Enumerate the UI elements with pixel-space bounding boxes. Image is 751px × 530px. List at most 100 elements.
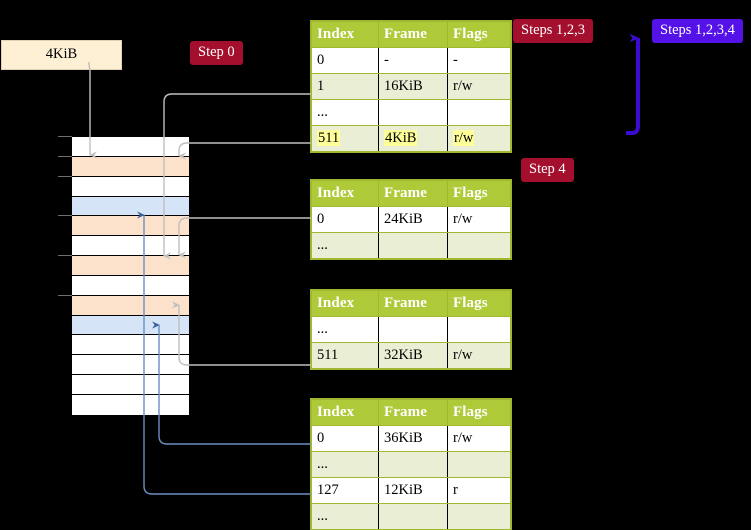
size-box-label: 4KiB bbox=[45, 46, 78, 62]
cell-frame bbox=[378, 316, 448, 343]
cell-frame: 12KiB bbox=[378, 477, 448, 504]
memory-frame-row bbox=[72, 196, 189, 217]
memory-frame-row bbox=[72, 236, 189, 257]
memory-tick bbox=[58, 156, 72, 157]
table-row: ... bbox=[311, 316, 511, 343]
cell-flags: - bbox=[447, 47, 511, 74]
badge-step-4: Step 4 bbox=[521, 158, 574, 182]
cell-index: 127 bbox=[311, 477, 379, 504]
column-header-frame: Frame bbox=[378, 180, 448, 207]
cell-index: 1 bbox=[311, 73, 379, 100]
memory-frame-row bbox=[72, 295, 189, 316]
memory-frame-row bbox=[72, 375, 189, 395]
cell-index: 0 bbox=[311, 47, 379, 74]
badge-step-4-label: Step 4 bbox=[529, 161, 566, 177]
memory-frame-row bbox=[72, 216, 189, 237]
column-header-flags: Flags bbox=[447, 399, 511, 426]
cell-frame bbox=[378, 99, 448, 126]
cell-frame: 16KiB bbox=[378, 73, 448, 100]
cell-flags: r/w bbox=[447, 125, 511, 152]
column-header-index: Index bbox=[311, 399, 379, 426]
cell-frame: 24KiB bbox=[378, 206, 448, 233]
table-header-row: Index Frame Flags bbox=[311, 21, 511, 48]
memory-tick bbox=[58, 136, 72, 137]
memory-tick bbox=[58, 255, 72, 256]
memory-tick bbox=[58, 215, 72, 216]
table-row: ... bbox=[311, 451, 511, 478]
table-row: 0-- bbox=[311, 47, 511, 74]
badge-steps-123-label: Steps 1,2,3 bbox=[521, 22, 586, 38]
cell-flags bbox=[447, 451, 511, 478]
column-header-index: Index bbox=[311, 180, 379, 207]
column-header-index: Index bbox=[311, 21, 379, 48]
arrow-steps-loop bbox=[626, 33, 640, 135]
cell-frame: 32KiB bbox=[378, 342, 448, 369]
cell-frame: 36KiB bbox=[378, 425, 448, 452]
memory-frame-row bbox=[72, 176, 189, 197]
table-header-row: Index Frame Flags bbox=[311, 180, 511, 207]
cell-index: ... bbox=[311, 316, 379, 343]
table-row: ... bbox=[311, 503, 511, 530]
memory-tick bbox=[58, 295, 72, 296]
table-row: ... bbox=[311, 232, 511, 259]
physical-memory-column bbox=[71, 136, 190, 415]
cell-flags: r/w bbox=[447, 73, 511, 100]
size-box-4kib: 4KiB bbox=[1, 40, 122, 70]
cell-flags: r/w bbox=[447, 206, 511, 233]
cell-flags bbox=[447, 316, 511, 343]
cell-index: ... bbox=[311, 232, 379, 259]
memory-frame-row bbox=[72, 137, 189, 157]
memory-frame-row bbox=[72, 156, 189, 177]
memory-tick bbox=[58, 176, 72, 177]
badge-steps-1234: Steps 1,2,3,4 bbox=[652, 19, 743, 43]
memory-frame-row bbox=[72, 275, 189, 296]
column-header-frame: Frame bbox=[378, 21, 448, 48]
cell-frame: 4KiB bbox=[378, 125, 448, 152]
cell-flags: r/w bbox=[447, 342, 511, 369]
highlighted-value: 4KiB bbox=[384, 129, 418, 146]
cell-frame bbox=[378, 503, 448, 530]
cell-index: ... bbox=[311, 503, 379, 530]
arrow-pdp-0-to-memory bbox=[178, 217, 311, 259]
badge-steps-1234-label: Steps 1,2,3,4 bbox=[660, 22, 735, 38]
table-row: 511 4KiB r/w bbox=[311, 125, 511, 152]
cell-frame bbox=[378, 451, 448, 478]
cell-flags: r/w bbox=[447, 425, 511, 452]
cell-index: 0 bbox=[311, 425, 379, 452]
cell-index: ... bbox=[311, 99, 379, 126]
column-header-flags: Flags bbox=[447, 180, 511, 207]
cell-frame bbox=[378, 232, 448, 259]
cell-index: 511 bbox=[311, 342, 379, 369]
cell-flags: r bbox=[447, 477, 511, 504]
table-header-row: Index Frame Flags bbox=[311, 290, 511, 317]
column-header-frame: Frame bbox=[378, 399, 448, 426]
cell-index: ... bbox=[311, 451, 379, 478]
badge-steps-123: Steps 1,2,3 bbox=[513, 19, 594, 43]
cell-index: 511 bbox=[311, 125, 379, 152]
highlighted-value: r/w bbox=[453, 129, 475, 146]
memory-frame-row bbox=[72, 315, 189, 336]
cell-index: 0 bbox=[311, 206, 379, 233]
column-header-flags: Flags bbox=[447, 290, 511, 317]
badge-step-0-label: Step 0 bbox=[198, 44, 235, 60]
memory-frame-row bbox=[72, 355, 189, 376]
highlighted-value: 511 bbox=[317, 129, 341, 146]
column-header-flags: Flags bbox=[447, 21, 511, 48]
table-header-row: Index Frame Flags bbox=[311, 399, 511, 426]
cell-frame: - bbox=[378, 47, 448, 74]
table-row: ... bbox=[311, 99, 511, 126]
cell-flags bbox=[447, 503, 511, 530]
arrow-pd-511-to-memory bbox=[171, 301, 311, 366]
